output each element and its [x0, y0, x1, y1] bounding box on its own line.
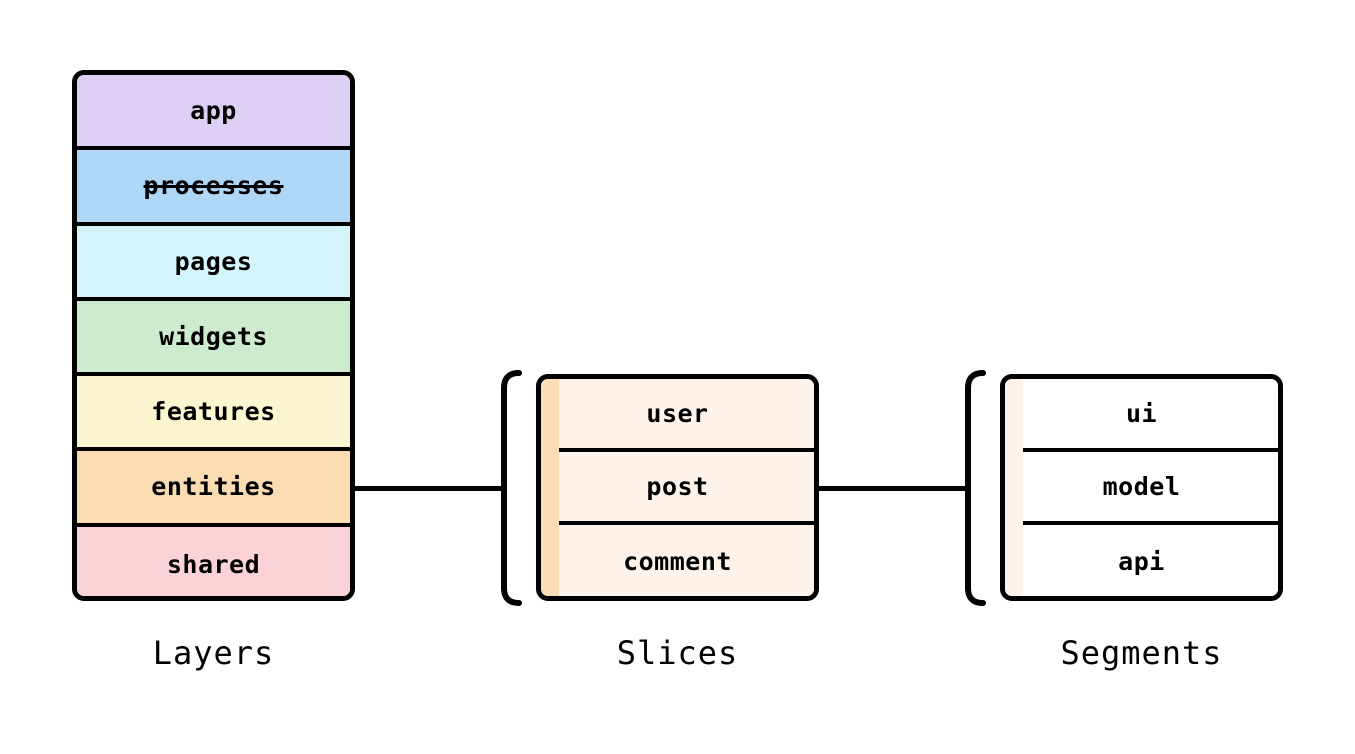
- slice-band-user[interactable]: user: [541, 379, 814, 452]
- slices-stack: user post comment: [536, 374, 819, 601]
- layer-band-app[interactable]: app: [77, 75, 350, 151]
- segments-stack: ui model api: [1000, 374, 1283, 601]
- slices-bracket: [495, 368, 525, 608]
- segment-label-api: api: [1118, 547, 1165, 576]
- slice-label-post: post: [646, 472, 709, 501]
- caption-segments: Segments: [1060, 634, 1223, 672]
- layer-label-entities: entities: [151, 472, 276, 502]
- connector-slices-to-segments: [817, 486, 967, 491]
- segment-band-ui[interactable]: ui: [1005, 379, 1278, 452]
- layer-label-shared: shared: [166, 549, 261, 579]
- layer-band-shared[interactable]: shared: [77, 526, 350, 596]
- segment-label-model: model: [1102, 472, 1181, 501]
- layer-label-app: app: [190, 96, 237, 126]
- connector-layers-to-slices: [353, 486, 503, 491]
- slice-label-comment: comment: [623, 547, 732, 576]
- layer-band-entities[interactable]: entities: [77, 451, 350, 527]
- layer-label-processes: processes: [143, 171, 284, 201]
- caption-layers: Layers: [152, 634, 275, 672]
- slice-band-post[interactable]: post: [541, 452, 814, 525]
- slice-label-user: user: [646, 399, 709, 428]
- layers-stack: app processes pages widgets features ent…: [72, 70, 355, 601]
- slice-band-comment[interactable]: comment: [541, 525, 814, 596]
- layer-band-processes[interactable]: processes: [77, 150, 350, 226]
- layer-label-widgets: widgets: [159, 321, 268, 351]
- segments-accent-stripe: [1005, 379, 1023, 596]
- segment-band-api[interactable]: api: [1005, 525, 1278, 596]
- layer-label-pages: pages: [174, 246, 253, 276]
- slices-accent-stripe: [541, 379, 559, 596]
- caption-slices: Slices: [616, 634, 739, 672]
- layer-band-features[interactable]: features: [77, 376, 350, 452]
- segment-label-ui: ui: [1125, 399, 1158, 428]
- segments-bracket: [959, 368, 989, 608]
- layer-band-pages[interactable]: pages: [77, 225, 350, 301]
- layer-band-widgets[interactable]: widgets: [77, 300, 350, 377]
- layer-label-features: features: [151, 397, 276, 427]
- segment-band-model[interactable]: model: [1005, 452, 1278, 525]
